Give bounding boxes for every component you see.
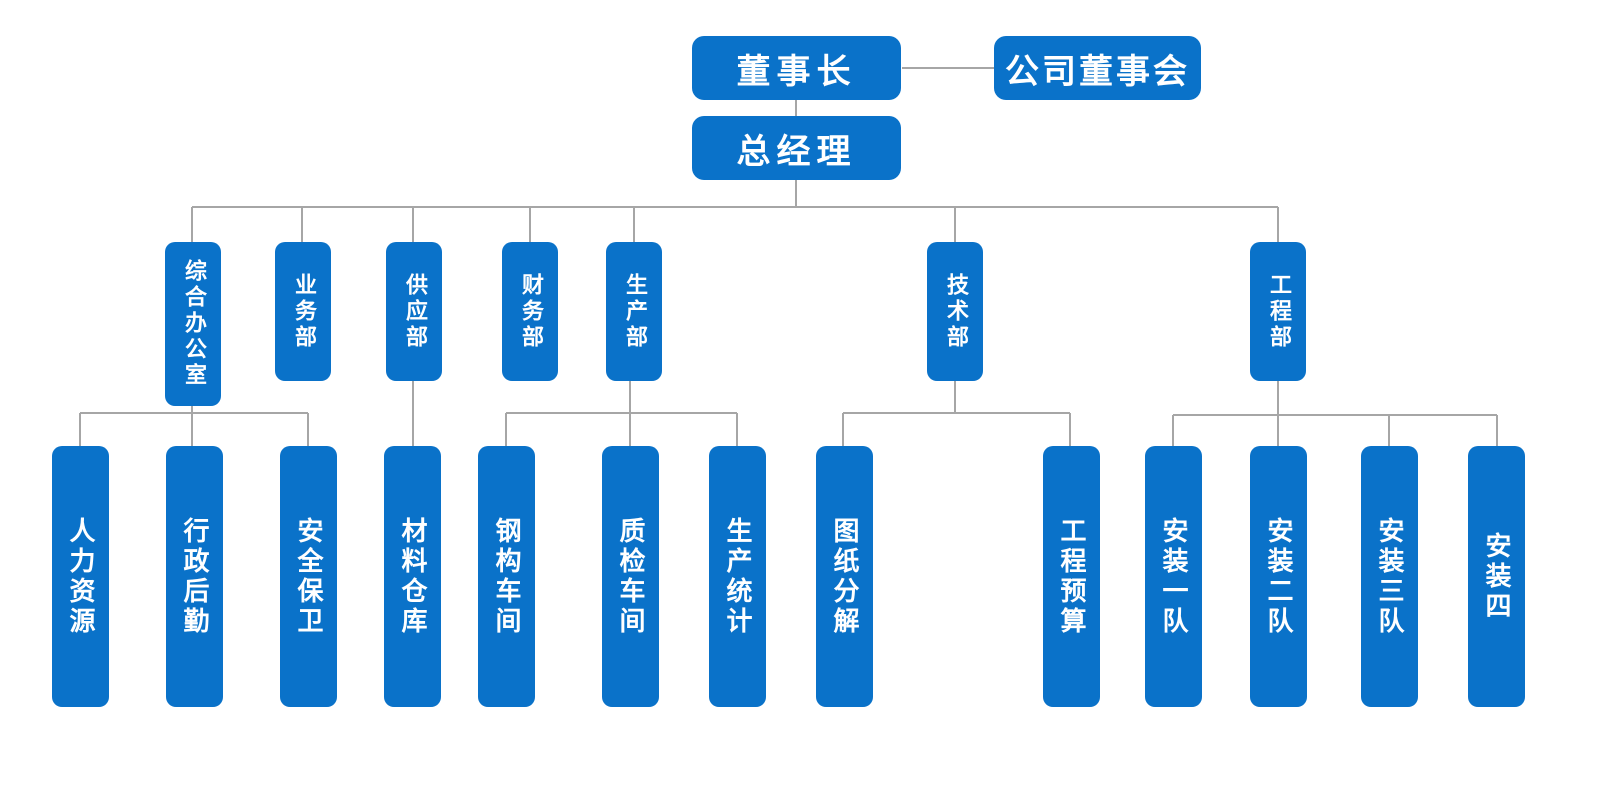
dept-supply: 供应部 (386, 242, 442, 381)
chairman-box: 董事长 (692, 36, 901, 100)
unit-install-4: 安装四 (1468, 446, 1525, 707)
unit-warehouse: 材料仓库 (384, 446, 441, 707)
general-manager-box: 总经理 (692, 116, 901, 180)
unit-install-1: 安装一队 (1145, 446, 1202, 707)
dept-engineering: 工程部 (1250, 242, 1306, 381)
unit-drawing-breakdown: 图纸分解 (816, 446, 873, 707)
dept-production: 生产部 (606, 242, 662, 381)
unit-qc-workshop: 质检车间 (602, 446, 659, 707)
unit-hr: 人力资源 (52, 446, 109, 707)
dept-business: 业务部 (275, 242, 331, 381)
dept-finance: 财务部 (502, 242, 558, 381)
unit-install-2: 安装二队 (1250, 446, 1307, 707)
unit-security: 安全保卫 (280, 446, 337, 707)
unit-admin: 行政后勤 (166, 446, 223, 707)
dept-technology: 技术部 (927, 242, 983, 381)
dept-office: 综合办公室 (165, 242, 221, 406)
unit-install-3: 安装三队 (1361, 446, 1418, 707)
unit-budget: 工程预算 (1043, 446, 1100, 707)
unit-production-stats: 生产统计 (709, 446, 766, 707)
board-box: 公司董事会 (994, 36, 1201, 100)
unit-steel-workshop: 钢构车间 (478, 446, 535, 707)
